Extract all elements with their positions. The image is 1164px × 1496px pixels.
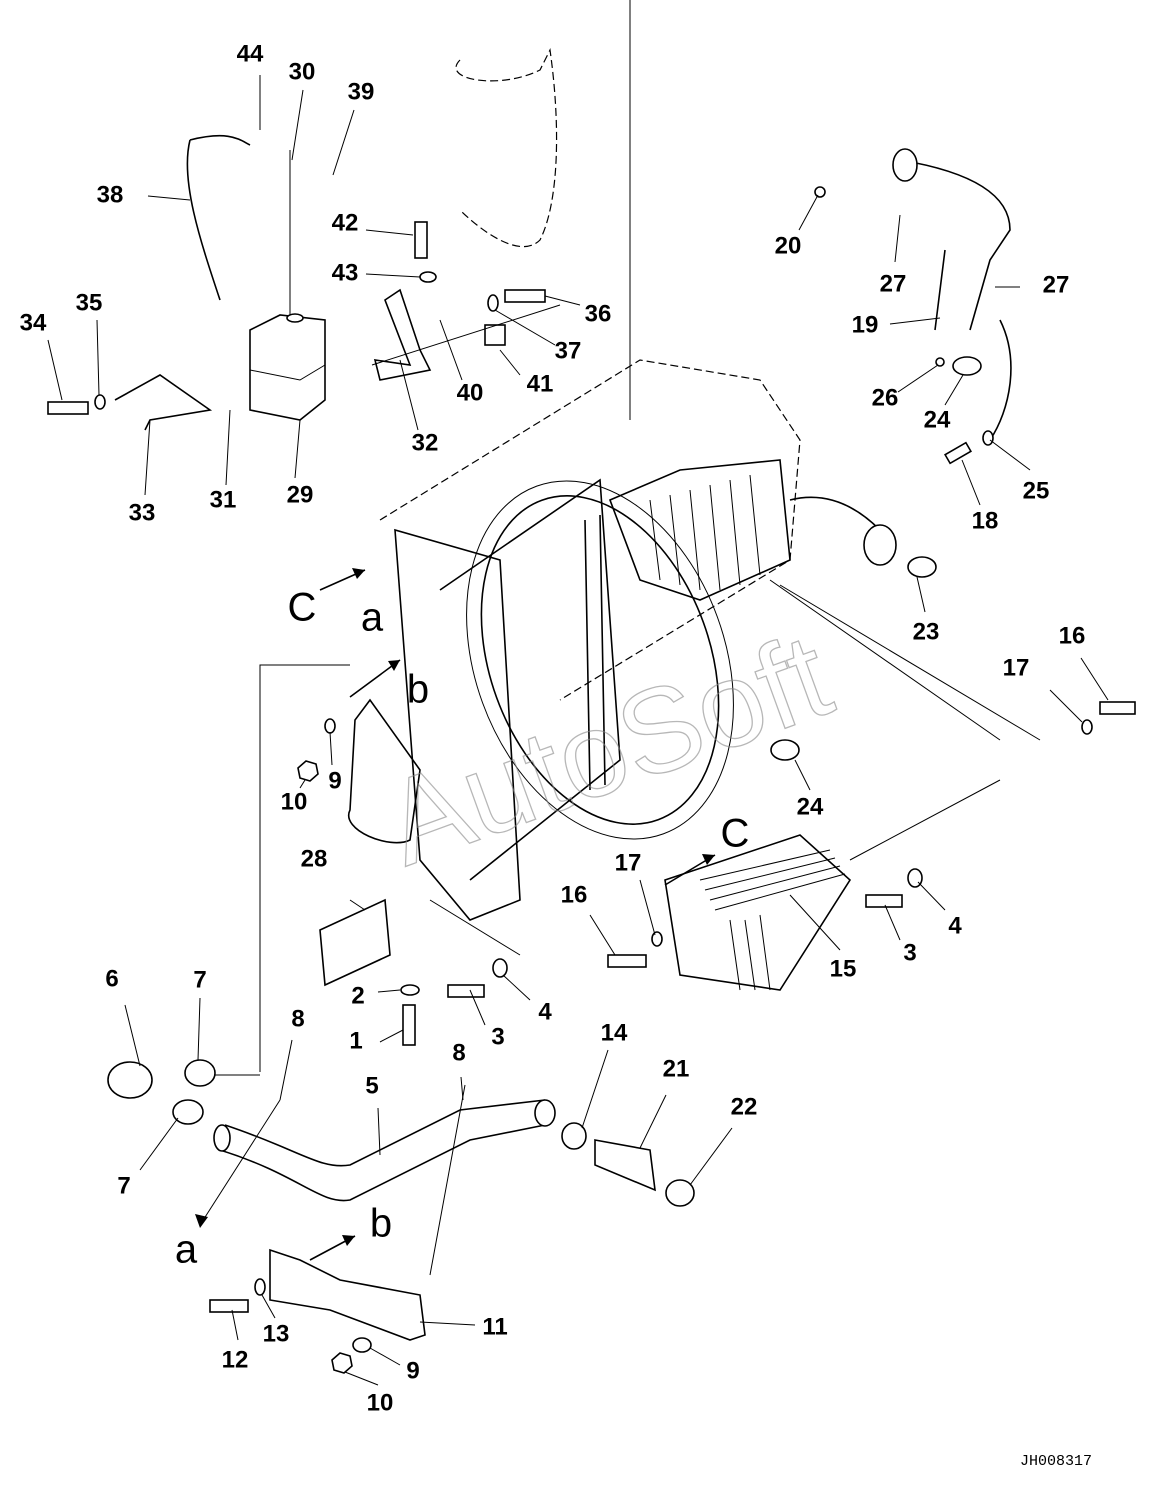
callout: 39 — [348, 78, 375, 105]
reserve-tank — [249, 150, 326, 421]
callout: 15 — [830, 955, 857, 982]
callout: 7 — [117, 1172, 130, 1199]
callout: 34 — [20, 309, 47, 336]
callout: 3 — [491, 1023, 504, 1050]
elbow-6 — [107, 1061, 153, 1099]
view-letter: a — [175, 1228, 198, 1272]
clamps — [172, 356, 982, 1207]
callout: 22 — [731, 1093, 758, 1120]
pipe-5 — [219, 1099, 546, 1202]
callout: 24 — [797, 793, 824, 820]
callout: 26 — [872, 384, 899, 411]
callout: 44 — [237, 40, 264, 67]
controller-box — [319, 898, 391, 987]
callout: 40 — [457, 379, 484, 406]
callout: 12 — [222, 1346, 249, 1373]
callout: 29 — [287, 481, 314, 508]
view-letter: b — [407, 668, 429, 712]
callouts: 44 30 39 38 42 43 36 35 34 37 40 41 32 3… — [20, 40, 1086, 1416]
bracket — [373, 288, 432, 381]
leader-lines — [47, 0, 1109, 1386]
callout: 19 — [852, 311, 879, 338]
callout: 10 — [281, 788, 308, 815]
drawing-code: JH008317 — [1020, 1453, 1092, 1470]
callout: 17 — [615, 849, 642, 876]
callout: 17 — [1003, 654, 1030, 681]
callout: 35 — [76, 289, 103, 316]
view-letter: a — [361, 596, 384, 640]
radiator-assembly — [347, 359, 897, 921]
callout: 27 — [880, 270, 907, 297]
callout: 27 — [1043, 271, 1070, 298]
callout: 24 — [924, 406, 951, 433]
callout: 14 — [601, 1019, 628, 1046]
callout: 21 — [663, 1055, 690, 1082]
view-letter: C — [721, 812, 750, 856]
callout: 10 — [367, 1389, 394, 1416]
view-letter: C — [288, 586, 317, 630]
callout: 18 — [972, 507, 999, 534]
overflow-hose — [455, 48, 558, 248]
callout: 31 — [210, 486, 237, 513]
callout: 33 — [129, 499, 156, 526]
callout: 37 — [555, 337, 582, 364]
callout: 1 — [349, 1027, 362, 1054]
callout: 5 — [365, 1072, 378, 1099]
callout: 9 — [328, 767, 341, 794]
hose-19 — [899, 159, 1012, 441]
callout: 32 — [412, 429, 439, 456]
callout: 36 — [585, 300, 612, 327]
plate-11 — [269, 1248, 426, 1341]
callout: 13 — [263, 1320, 290, 1347]
hose-21 — [594, 1139, 656, 1192]
view-letters: C a b C a b — [175, 586, 750, 1272]
view-arrows — [195, 568, 716, 1261]
callout: 20 — [775, 232, 802, 259]
callout: 4 — [948, 912, 962, 939]
callout: 16 — [561, 881, 588, 908]
callout: 23 — [913, 618, 940, 645]
callout: 25 — [1023, 477, 1050, 504]
callout: 8 — [452, 1039, 465, 1066]
callout: 6 — [105, 965, 118, 992]
callout: 9 — [406, 1357, 419, 1384]
callout: 3 — [903, 939, 916, 966]
callout: 4 — [538, 998, 552, 1025]
callout: 2 — [351, 982, 364, 1009]
view-letter: b — [370, 1202, 392, 1246]
callout: 30 — [289, 58, 316, 85]
callout: 16 — [1059, 622, 1086, 649]
stay — [114, 374, 213, 431]
callout: 42 — [332, 209, 359, 236]
callout: 8 — [291, 1005, 304, 1032]
callout: 43 — [332, 259, 359, 286]
fasteners — [47, 186, 1136, 1374]
guard — [664, 834, 852, 991]
callout: 41 — [527, 370, 554, 397]
callout: 7 — [193, 966, 206, 993]
callout: 38 — [97, 181, 124, 208]
callout: 11 — [482, 1313, 507, 1340]
callout: 28 — [301, 845, 328, 872]
